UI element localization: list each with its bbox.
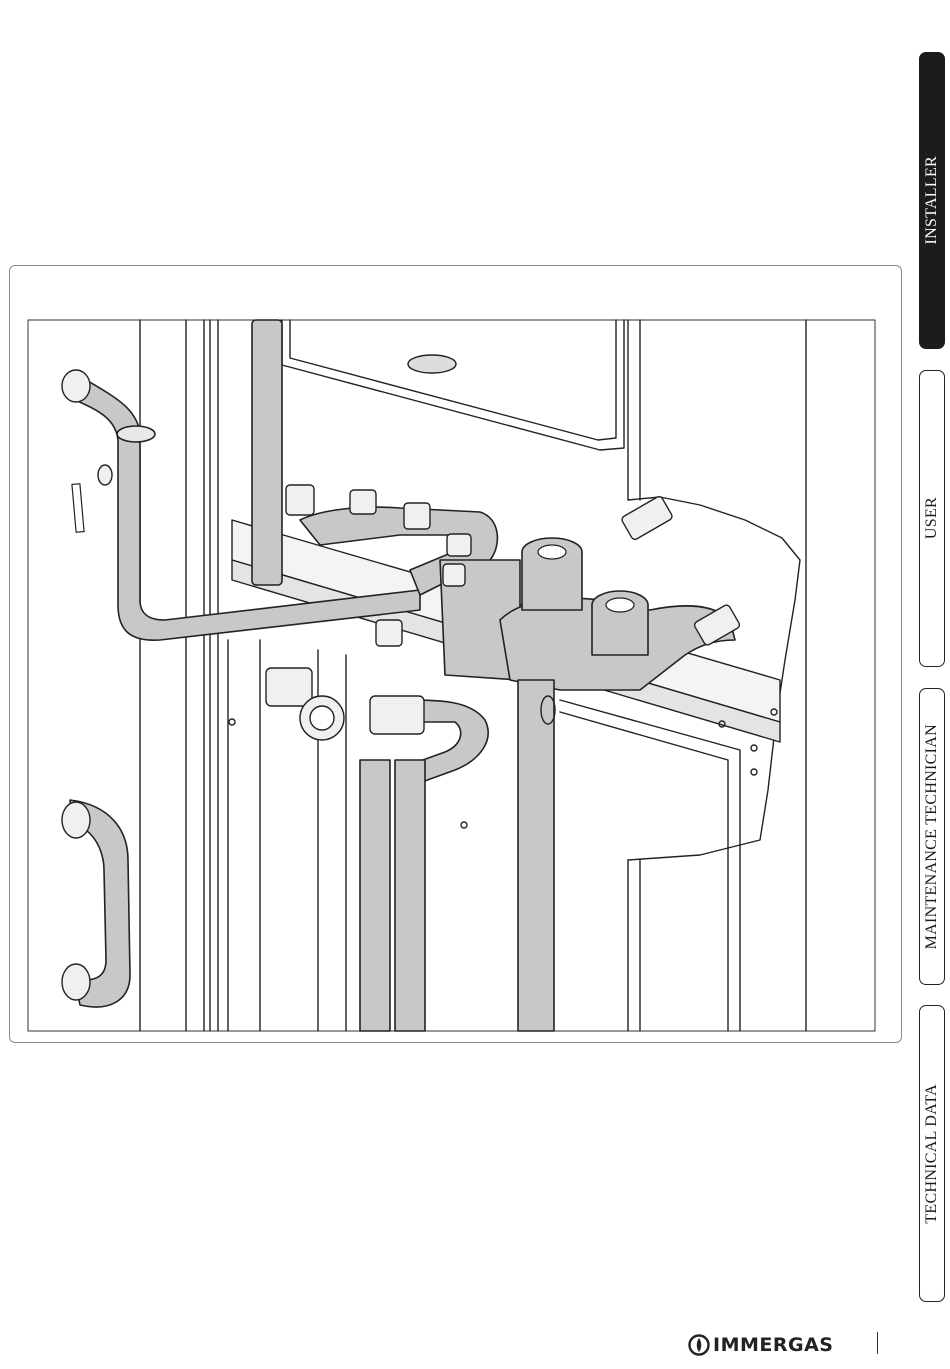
tab-technical-data[interactable]: TECHNICAL DATA: [919, 1005, 945, 1302]
brand-logo: IMMERGAS: [688, 1332, 833, 1358]
immergas-logo-icon: [688, 1334, 710, 1356]
tab-maintenance-technician-label: MAINTENANCE TECHNICIAN: [923, 724, 941, 949]
brand-name: IMMERGAS: [713, 1334, 833, 1356]
tab-user-label: USER: [923, 497, 941, 539]
tab-maintenance-technician[interactable]: MAINTENANCE TECHNICIAN: [919, 688, 945, 985]
footer-divider: [877, 1332, 878, 1354]
tab-installer-label: INSTALLER: [923, 156, 941, 245]
tab-user[interactable]: USER: [919, 370, 945, 667]
tab-technical-data-label: TECHNICAL DATA: [923, 1084, 941, 1224]
tab-installer[interactable]: INSTALLER: [919, 52, 945, 349]
